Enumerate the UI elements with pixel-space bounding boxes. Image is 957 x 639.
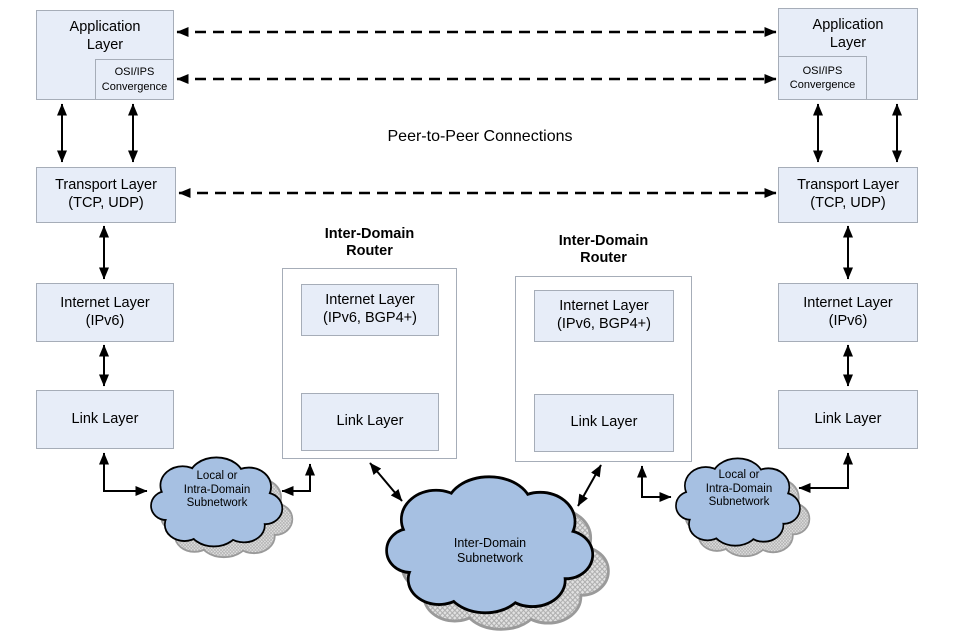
left-transport-layer-box: Transport Layer (TCP, UDP) (36, 167, 176, 223)
right-subnetwork-cloud-label: Local or Intra-Domain Subnetwork (705, 469, 773, 508)
left-osi-ips-convergence-box: OSI/IPS Convergence (95, 59, 174, 100)
router1-internet-layer-box: Internet Layer (IPv6, BGP4+) (301, 284, 439, 336)
router1-title: Inter-Domain Router (324, 226, 415, 259)
peer-to-peer-connections-label: Peer-to-Peer Connections (387, 128, 573, 145)
right-transport-layer-box: Transport Layer (TCP, UDP) (778, 167, 918, 223)
left-internet-layer-box: Internet Layer (IPv6) (36, 283, 174, 342)
router2-title: Inter-Domain Router (558, 233, 649, 266)
router2-box: Internet Layer (IPv6, BGP4+) Link Layer (515, 276, 692, 462)
router1-box: Internet Layer (IPv6, BGP4+) Link Layer (282, 268, 457, 459)
right-osi-ips-convergence-box: OSI/IPS Convergence (778, 56, 867, 100)
left-subnetwork-cloud-label: Local or Intra-Domain Subnetwork (183, 470, 251, 509)
right-application-layer-box: Application Layer OSI/IPS Convergence (778, 8, 918, 100)
right-application-layer-label: Application Layer (812, 17, 884, 51)
router2-link-layer-box: Link Layer (534, 394, 674, 452)
right-link-layer-box: Link Layer (778, 390, 918, 449)
router2-internet-layer-box: Internet Layer (IPv6, BGP4+) (534, 290, 674, 342)
left-application-layer-label: Application Layer (69, 19, 141, 53)
elbow-leftlink-leftcloud (99, 452, 148, 496)
right-internet-layer-box: Internet Layer (IPv6) (778, 283, 918, 342)
left-application-layer-box: Application Layer OSI/IPS Convergence (36, 10, 174, 100)
left-link-layer-box: Link Layer (36, 390, 174, 449)
inter-domain-subnetwork-cloud-label: Inter-Domain Subnetwork (453, 536, 527, 565)
elbow-router2-rightcloud (637, 465, 672, 502)
router1-link-layer-box: Link Layer (301, 393, 439, 451)
